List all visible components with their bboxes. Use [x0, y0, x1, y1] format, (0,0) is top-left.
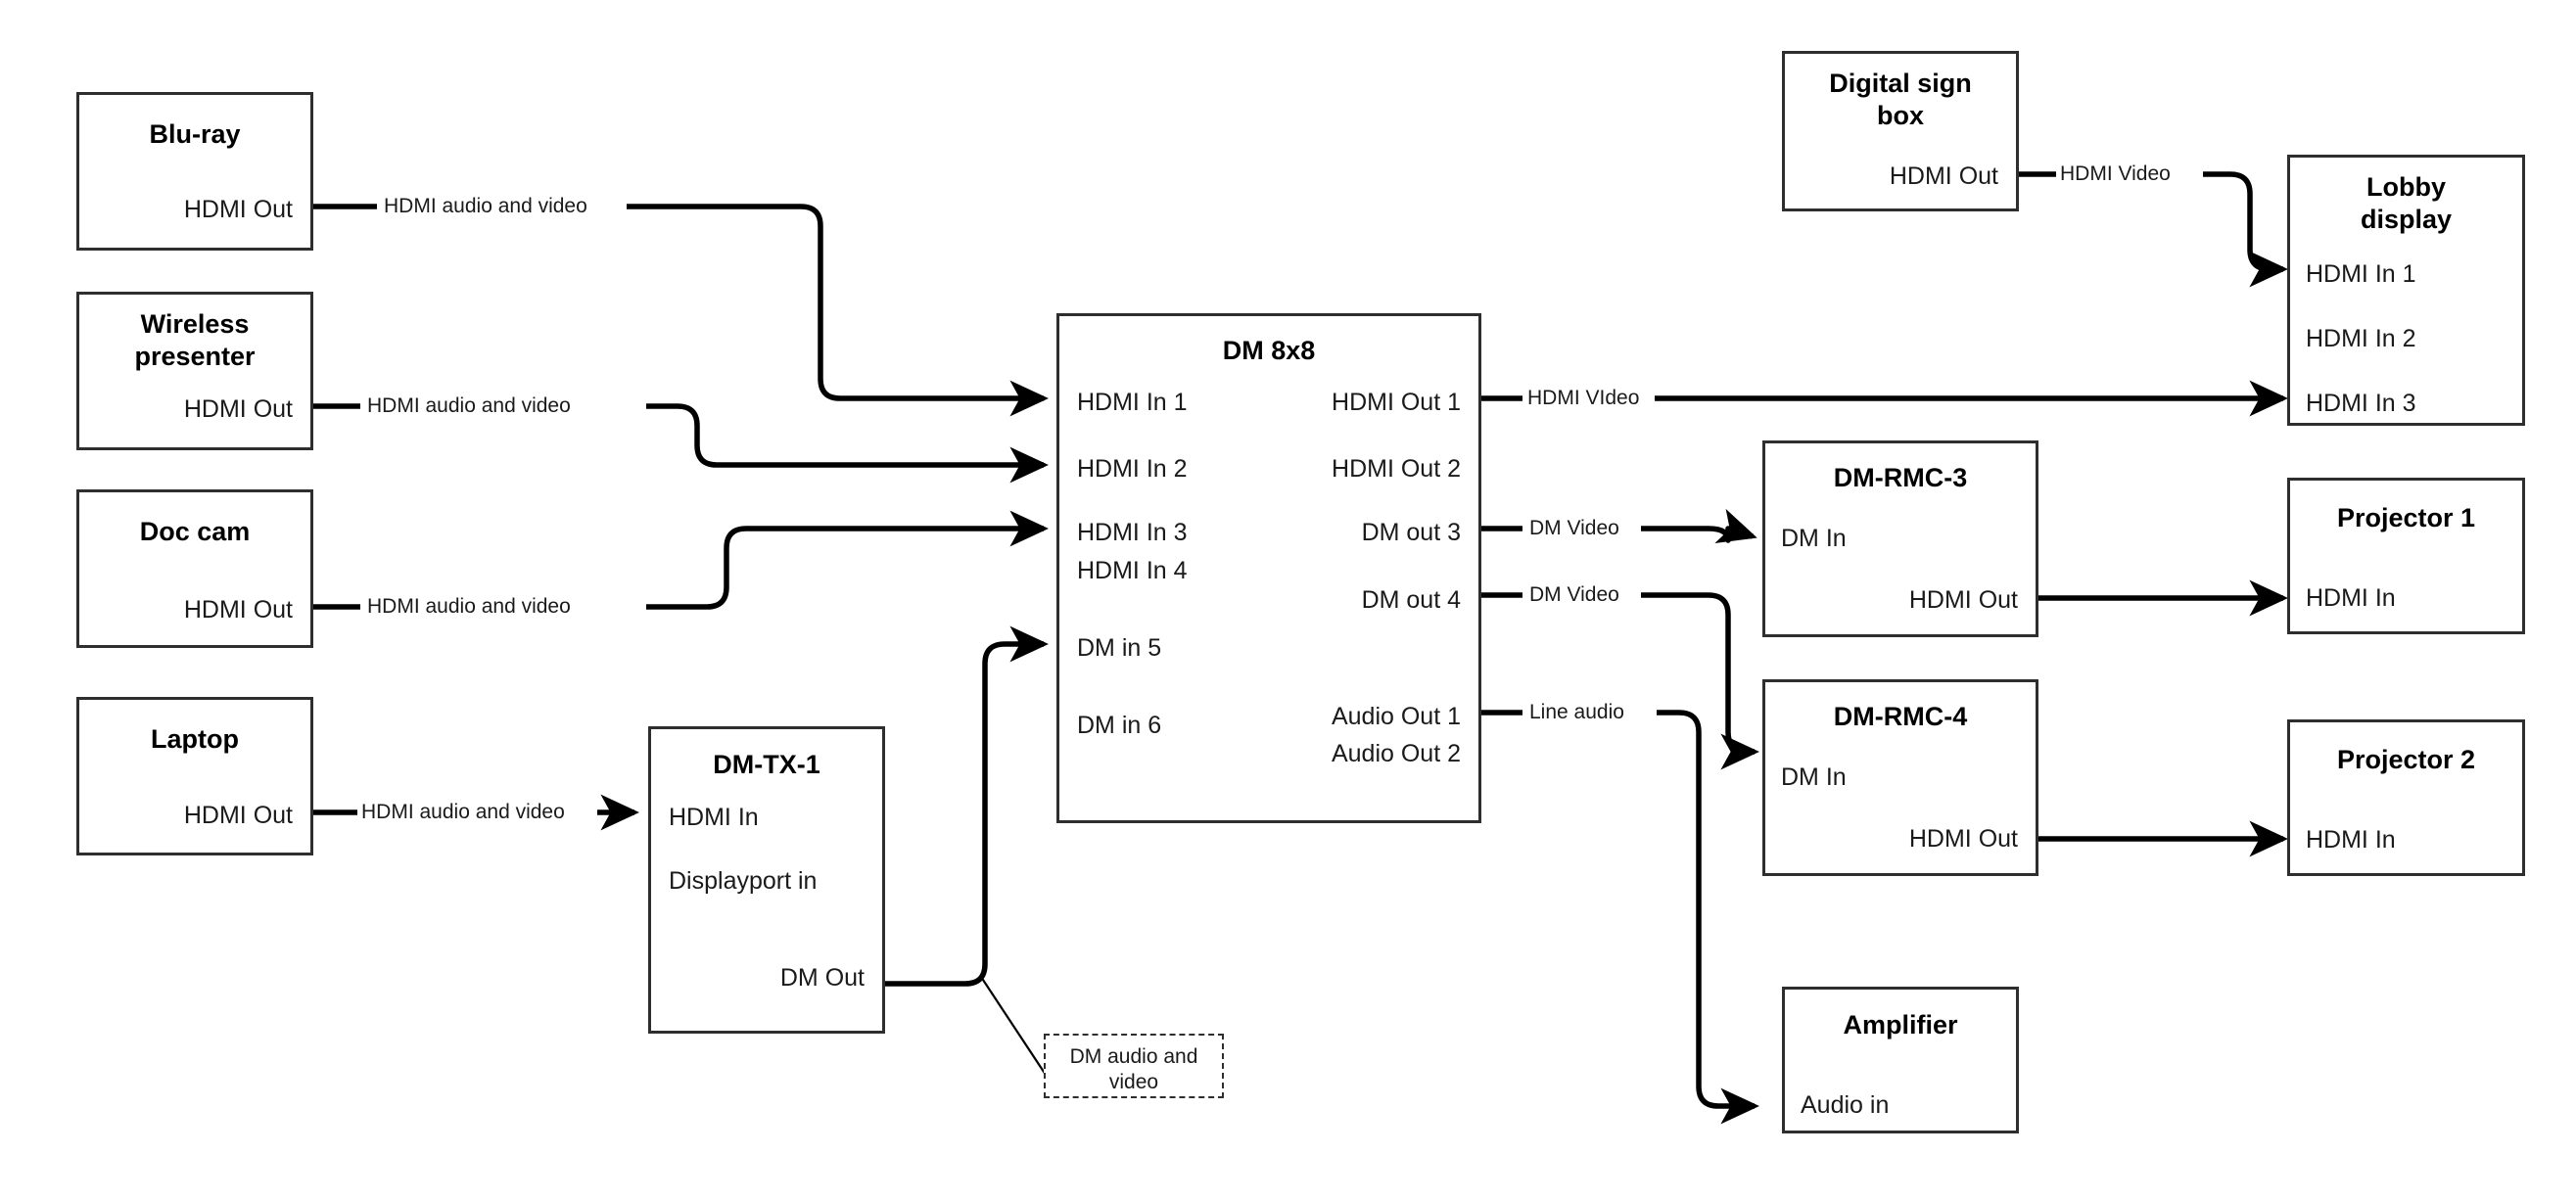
edge-label-laptop-to-dmtx1: HDMI audio and video [357, 802, 569, 822]
port-dm-8x8-hdmi-in-1: HDMI In 1 [1077, 389, 1188, 416]
node-digital-sign-box-title-line2: box [1876, 101, 1924, 130]
node-bluray-title: Blu-ray [149, 119, 241, 149]
node-dm-tx-1[interactable]: DM-TX-1 HDMI In Displayport in DM Out [648, 726, 885, 1034]
port-dm-8x8-dm-in-6: DM in 6 [1077, 712, 1162, 739]
port-dm-tx-1-displayport-in: Displayport in [669, 867, 818, 895]
port-bluray-hdmi-out: HDMI Out [183, 196, 293, 223]
callout-dm-audio-and-video-line2: video [1108, 1071, 1159, 1094]
node-bluray[interactable]: Blu-ray HDMI Out [76, 92, 313, 251]
edge-label-sign-to-lobby: HDMI Video [2056, 163, 2175, 184]
node-dm-8x8-title: DM 8x8 [1222, 336, 1316, 365]
node-projector-1-title: Projector 1 [2336, 503, 2476, 532]
port-projector-2-hdmi-in: HDMI In [2306, 826, 2396, 854]
port-dm-8x8-hdmi-in-2: HDMI In 2 [1077, 455, 1188, 483]
node-dm-tx-1-title: DM-TX-1 [713, 750, 820, 779]
edge-label-dm-out3-to-rmc3: DM Video [1525, 518, 1623, 538]
edge-label-dm-audio1-to-amplifier: Line audio [1525, 702, 1628, 722]
wire-dmtx1-to-dm-in5 [885, 625, 1049, 987]
node-laptop[interactable]: Laptop HDMI Out [76, 697, 313, 855]
node-dm-rmc-3-title: DM-RMC-3 [1833, 463, 1968, 492]
port-dm-rmc-4-hdmi-out: HDMI Out [1908, 825, 2018, 853]
node-dm-rmc-4-title: DM-RMC-4 [1833, 702, 1968, 731]
node-lobby-display-title-line1: Lobby [2366, 172, 2446, 202]
port-doc-cam-hdmi-out: HDMI Out [183, 596, 293, 624]
port-digital-sign-box-hdmi-out: HDMI Out [1889, 162, 1998, 190]
edge-label-dm-out4-to-rmc4: DM Video [1525, 584, 1623, 605]
port-dm-rmc-4-dm-in: DM In [1781, 763, 1847, 791]
node-wireless-presenter[interactable]: Wireless presenter HDMI Out [76, 292, 313, 450]
node-digital-sign-box[interactable]: Digital sign box HDMI Out [1782, 51, 2019, 211]
port-dm-tx-1-dm-out: DM Out [779, 964, 865, 992]
port-laptop-hdmi-out: HDMI Out [183, 802, 293, 829]
port-dm-8x8-audio-out-2: Audio Out 2 [1331, 740, 1461, 767]
port-dm-8x8-dm-in-5: DM in 5 [1077, 634, 1162, 662]
node-wireless-presenter-title-line2: presenter [134, 342, 256, 371]
node-wireless-presenter-title-line1: Wireless [140, 309, 250, 339]
node-doc-cam[interactable]: Doc cam HDMI Out [76, 489, 313, 648]
port-dm-8x8-audio-out-1: Audio Out 1 [1331, 703, 1461, 730]
port-dm-8x8-hdmi-in-3: HDMI In 3 [1077, 519, 1188, 546]
port-dm-8x8-dm-out-3: DM out 3 [1361, 519, 1461, 546]
port-dm-8x8-dm-out-4: DM out 4 [1361, 586, 1461, 614]
port-dm-8x8-hdmi-out-1: HDMI Out 1 [1332, 389, 1461, 416]
node-amplifier[interactable]: Amplifier Audio in [1782, 987, 2019, 1133]
port-lobby-display-hdmi-in-2: HDMI In 2 [2306, 325, 2416, 352]
wire-sign-to-lobby-in1 [2203, 171, 2288, 288]
edge-label-dm-out1-to-lobby: HDMI VIdeo [1523, 388, 1644, 408]
port-dm-rmc-3-dm-in: DM In [1781, 525, 1847, 552]
port-projector-1-hdmi-in: HDMI In [2306, 584, 2396, 612]
node-projector-1[interactable]: Projector 1 HDMI In [2287, 478, 2525, 634]
node-projector-2-title: Projector 2 [2336, 745, 2476, 774]
port-dm-8x8-hdmi-in-4: HDMI In 4 [1077, 557, 1188, 584]
callout-leader-line [980, 976, 1047, 1076]
node-doc-cam-title: Doc cam [139, 517, 251, 546]
node-lobby-display[interactable]: Lobby display HDMI In 1 HDMI In 2 HDMI I… [2287, 155, 2525, 426]
wire-dm-out4-to-rmc4 [1641, 592, 1759, 770]
node-digital-sign-box-title-line1: Digital sign [1829, 69, 1972, 98]
port-amplifier-audio-in: Audio in [1801, 1091, 1890, 1119]
wire-dm-out3-to-rmc3 [1641, 508, 1757, 544]
callout-dm-audio-and-video: DM audio and video [1044, 1034, 1224, 1098]
edge-label-doccam-to-dm8x8: HDMI audio and video [363, 596, 575, 617]
port-dm-rmc-3-hdmi-out: HDMI Out [1908, 586, 2018, 614]
edge-label-bluray-to-dm8x8: HDMI audio and video [380, 196, 591, 216]
wire-bluray-to-dm-in1 [627, 204, 1049, 417]
node-lobby-display-title-line2: display [2360, 205, 2453, 234]
port-dm-8x8-hdmi-out-2: HDMI Out 2 [1332, 455, 1461, 483]
node-dm-rmc-4[interactable]: DM-RMC-4 DM In HDMI Out [1762, 679, 2038, 876]
port-lobby-display-hdmi-in-1: HDMI In 1 [2306, 260, 2416, 288]
edge-label-wireless-to-dm8x8: HDMI audio and video [363, 395, 575, 416]
port-wireless-presenter-hdmi-out: HDMI Out [183, 395, 293, 423]
node-dm-rmc-3[interactable]: DM-RMC-3 DM In HDMI Out [1762, 440, 2038, 637]
node-laptop-title: Laptop [151, 724, 239, 754]
wire-doccam-to-dm-in3 [646, 510, 1049, 610]
port-lobby-display-hdmi-in-3: HDMI In 3 [2306, 390, 2416, 417]
node-amplifier-title: Amplifier [1843, 1010, 1958, 1039]
port-dm-tx-1-hdmi-in: HDMI In [669, 804, 759, 831]
node-dm-8x8[interactable]: DM 8x8 HDMI In 1 HDMI In 2 HDMI In 3 HDM… [1056, 313, 1481, 823]
wire-dm-audio1-to-amp [1657, 710, 1759, 1125]
wire-wireless-to-dm-in2 [646, 403, 1049, 484]
node-projector-2[interactable]: Projector 2 HDMI In [2287, 719, 2525, 876]
callout-dm-audio-and-video-line1: DM audio and [1069, 1045, 1198, 1068]
